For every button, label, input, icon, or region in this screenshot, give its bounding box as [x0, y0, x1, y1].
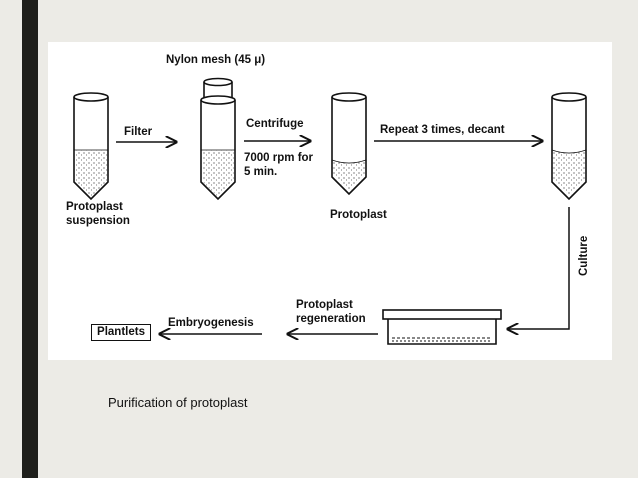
label-centrifuge-speed: 7000 rpm for	[244, 152, 314, 164]
tube-suspension	[73, 92, 109, 201]
label-regeneration-2: regeneration	[296, 313, 366, 325]
tube-protoplast	[331, 92, 367, 196]
petri-dish	[382, 309, 502, 345]
label-centrifuge: Centrifuge	[246, 118, 304, 130]
figure-caption: Purification of protoplast	[108, 395, 248, 410]
label-embryogenesis: Embryogenesis	[168, 317, 254, 329]
left-accent-bar	[22, 0, 38, 478]
label-regeneration-1: Protoplast	[296, 299, 353, 311]
tube-final	[551, 92, 587, 201]
label-culture: Culture	[578, 235, 590, 276]
tube-nylon-mesh	[200, 77, 236, 201]
label-protoplast: Protoplast	[330, 209, 387, 221]
label-filter: Filter	[124, 126, 153, 138]
label-nylon-mesh: Nylon mesh (45 μ)	[166, 54, 266, 66]
process-diagram	[73, 77, 587, 345]
diagram-panel: Nylon mesh (45 μ) Filter Centrifuge 7000…	[48, 42, 612, 360]
label-centrifuge-time: 5 min.	[244, 166, 278, 178]
plantlets-box: Plantlets	[91, 324, 151, 341]
label-suspension-1: Protoplast	[66, 201, 123, 213]
label-repeat: Repeat 3 times, decant	[380, 124, 505, 136]
label-suspension-2: suspension	[66, 215, 130, 227]
culture-arrow	[508, 207, 570, 329]
